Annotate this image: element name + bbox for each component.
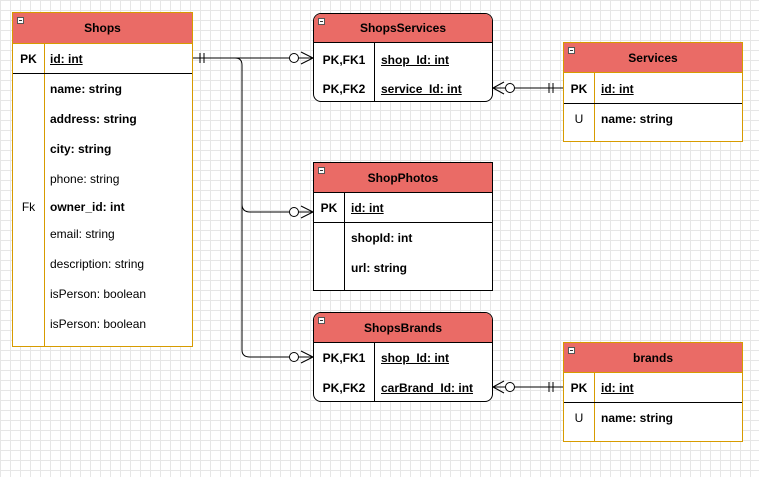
- key-label: Fk: [21, 200, 36, 214]
- field-row: phone: string: [13, 164, 192, 194]
- field-row: Fk owner_id: int: [13, 192, 192, 222]
- field-label: phone: string: [50, 172, 120, 186]
- field-label: id: int: [351, 201, 384, 215]
- field-label: name: string: [601, 411, 674, 425]
- divider: [374, 43, 375, 101]
- field-row: PK,FK2 service_Id: int: [314, 74, 492, 101]
- pk-row: PK id: int: [13, 44, 192, 74]
- shops-table-header[interactable]: Shops: [13, 13, 192, 44]
- shopsbrands-table[interactable]: ShopsBrands PK,FK1 shop_Id: int PK,FK2 c…: [313, 312, 493, 402]
- field-label: shop_Id: int: [381, 53, 449, 67]
- collapse-icon[interactable]: [17, 17, 24, 24]
- table-title: brands: [632, 350, 673, 365]
- field-row: U name: string: [564, 403, 742, 433]
- field-row: city: string: [13, 134, 192, 164]
- connector-shops-shopsbrands: [241, 204, 313, 358]
- field-label: email: string: [50, 227, 115, 241]
- table-title: Shops: [84, 21, 121, 35]
- field-row: url: string: [314, 253, 492, 283]
- field-row: email: string: [13, 219, 192, 249]
- field-label: url: string: [351, 261, 407, 275]
- key-label: PK: [570, 82, 588, 96]
- field-label: isPerson: boolean: [50, 317, 147, 331]
- field-row: U name: string: [564, 104, 742, 134]
- divider: [594, 373, 595, 442]
- brands-table-header[interactable]: brands: [564, 343, 742, 373]
- field-label: city: string: [50, 142, 112, 156]
- pk-row: PK id: int: [564, 373, 742, 403]
- field-label: name: string: [601, 112, 674, 126]
- key-label: U: [574, 411, 584, 425]
- field-label: description: string: [50, 257, 145, 271]
- divider: [594, 73, 595, 142]
- field-label: isPerson: boolean: [50, 287, 147, 301]
- field-label: name: string: [50, 82, 123, 96]
- key-label: PK: [20, 52, 37, 66]
- field-row: isPerson: boolean: [13, 309, 192, 339]
- divider: [44, 74, 45, 347]
- key-label: PK,FK2: [322, 381, 366, 395]
- field-row: isPerson: boolean: [13, 279, 192, 309]
- field-label: shopId: int: [351, 231, 413, 245]
- key-label: PK,FK1: [322, 351, 366, 365]
- table-title: ShopPhotos: [367, 170, 439, 185]
- shopsservices-table-header[interactable]: ShopsServices: [314, 14, 492, 43]
- key-label: PK: [320, 201, 338, 215]
- field-label: address: string: [50, 112, 137, 126]
- table-title: Services: [628, 50, 678, 65]
- field-label: owner_id: int: [50, 200, 125, 214]
- collapse-icon[interactable]: [568, 47, 575, 54]
- table-title: ShopsBrands: [363, 320, 442, 335]
- key-label: PK: [570, 381, 588, 395]
- field-row: description: string: [13, 249, 192, 279]
- collapse-icon[interactable]: [318, 167, 325, 174]
- field-row: PK,FK1 shop_Id: int: [314, 343, 492, 373]
- field-label: id: int: [601, 381, 634, 395]
- brands-table[interactable]: brands PK id: int U name: string: [563, 342, 743, 442]
- field-row: PK,FK1 shop_Id: int: [314, 45, 492, 75]
- field-label: service_Id: int: [381, 82, 462, 96]
- field-label: carBrand_Id: int: [381, 381, 474, 395]
- field-label: id: int: [50, 52, 83, 66]
- shopsbrands-table-header[interactable]: ShopsBrands: [314, 313, 492, 343]
- services-table[interactable]: Services PK id: int U name: string: [563, 42, 743, 142]
- shopsservices-table[interactable]: ShopsServices PK,FK1 shop_Id: int PK,FK2…: [313, 13, 493, 102]
- field-row: name: string: [13, 74, 192, 104]
- field-row: shopId: int: [314, 223, 492, 253]
- divider: [344, 193, 345, 291]
- key-label: PK,FK2: [322, 82, 366, 96]
- collapse-icon[interactable]: [318, 18, 325, 25]
- connector-shops-shopphotos: [234, 57, 313, 213]
- divider: [564, 402, 742, 403]
- shopphotos-table-header[interactable]: ShopPhotos: [314, 163, 492, 193]
- pk-row: PK id: int: [564, 74, 742, 104]
- table-title: ShopsServices: [359, 21, 447, 35]
- divider: [44, 44, 45, 74]
- key-label: PK,FK1: [322, 53, 366, 67]
- shopphotos-table[interactable]: ShopPhotos PK id: int shopId: int url: s…: [313, 162, 493, 291]
- divider: [13, 73, 192, 74]
- divider: [314, 222, 492, 223]
- divider: [564, 103, 742, 104]
- field-row: address: string: [13, 104, 192, 134]
- collapse-icon[interactable]: [568, 347, 575, 354]
- divider: [374, 343, 375, 401]
- shops-table[interactable]: Shops PK id: int name: string address: s…: [12, 12, 193, 347]
- key-label: U: [574, 112, 584, 126]
- field-row: PK,FK2 carBrand_Id: int: [314, 373, 492, 401]
- collapse-icon[interactable]: [318, 317, 325, 324]
- field-label: shop_Id: int: [381, 351, 449, 365]
- services-table-header[interactable]: Services: [564, 43, 742, 73]
- field-label: id: int: [601, 82, 634, 96]
- pk-row: PK id: int: [314, 193, 492, 223]
